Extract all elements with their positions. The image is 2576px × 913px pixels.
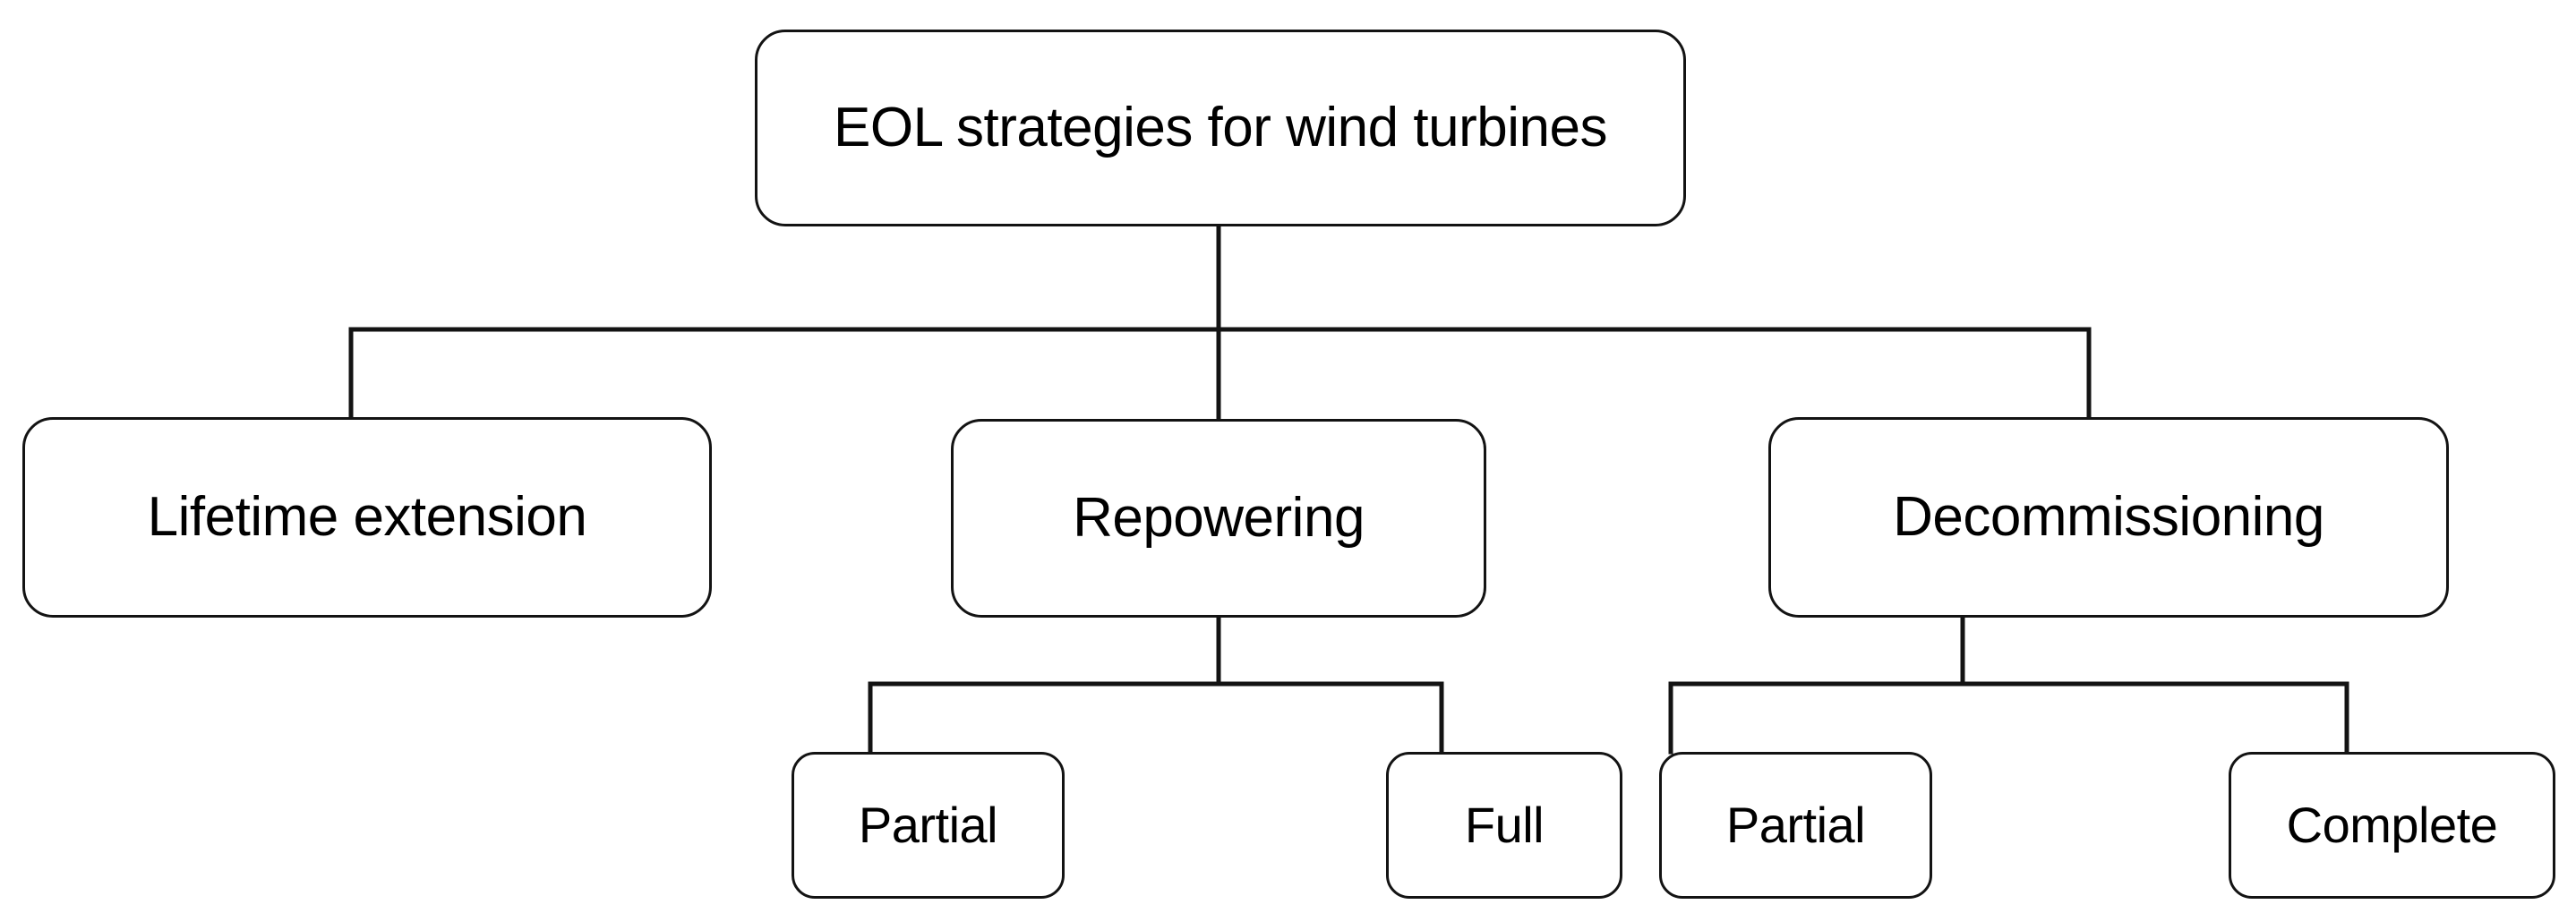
node-repowering-partial-label: Partial (858, 797, 998, 854)
node-decommissioning-complete-label: Complete (2286, 797, 2498, 854)
node-decommissioning-partial[interactable]: Partial (1659, 752, 1932, 899)
node-root[interactable]: EOL strategies for wind turbines (755, 30, 1686, 226)
node-decommissioning[interactable]: Decommissioning (1768, 417, 2449, 618)
node-decommissioning-complete[interactable]: Complete (2229, 752, 2555, 899)
node-decommissioning-partial-label: Partial (1725, 797, 1866, 854)
node-repowering-label: Repowering (1073, 486, 1365, 549)
node-lifetime-extension[interactable]: Lifetime extension (22, 417, 712, 618)
node-repowering[interactable]: Repowering (951, 419, 1486, 618)
node-decommissioning-label: Decommissioning (1893, 485, 2324, 548)
node-repowering-partial[interactable]: Partial (792, 752, 1065, 899)
node-repowering-full-label: Full (1464, 797, 1545, 854)
node-lifetime-extension-label: Lifetime extension (147, 485, 587, 548)
node-repowering-full[interactable]: Full (1386, 752, 1622, 899)
node-root-label: EOL strategies for wind turbines (834, 96, 1607, 158)
